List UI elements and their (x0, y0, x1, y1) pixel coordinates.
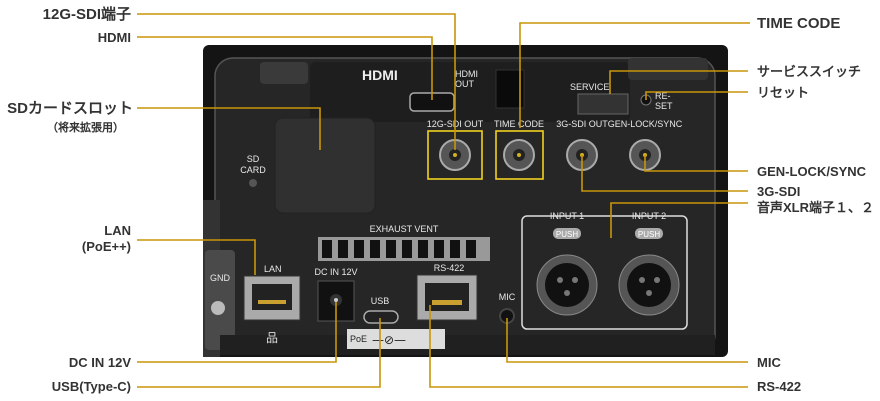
callout-mic: MIC (757, 355, 781, 370)
lan-label: LAN (264, 264, 282, 274)
sdi3g-label: 3G-SDI OUT (556, 119, 608, 129)
rs422-label: RS-422 (434, 263, 465, 273)
callout-time-code: TIME CODE (757, 15, 840, 32)
hdmi-out-label-2: OUT (455, 79, 475, 89)
poe-text: PoE (350, 334, 367, 344)
gnd-screw-icon (211, 301, 225, 315)
xlr-input-2 (618, 254, 680, 316)
bnc-time-code (503, 139, 535, 171)
poe-warning-label (347, 329, 445, 349)
exhaust-vent-label: EXHAUST VENT (370, 224, 439, 234)
callout-usb: USB(Type-C) (52, 379, 131, 394)
sd-card-label: CARD (240, 165, 266, 175)
push-tab-1[interactable] (553, 228, 581, 239)
push-label-2: PUSH (638, 230, 660, 239)
genlock-label: GEN-LOCK/SYNC (608, 119, 683, 129)
sd-card-slot: SD CARD (240, 117, 376, 214)
input2-label: INPUT 2 (632, 211, 666, 221)
network-icon: 品 (266, 331, 278, 345)
callout-12g-sdi: 12G-SDI端子 (43, 5, 131, 23)
mic-label: MIC (499, 292, 516, 302)
rs422-port (416, 274, 478, 321)
hdmi-out-label: HDMI (455, 69, 478, 79)
sd-led-icon (249, 179, 257, 187)
hdmi-logo: HDMI (362, 67, 398, 83)
lan-port (243, 275, 301, 321)
dc-in-label: DC IN 12V (314, 267, 357, 277)
timecode-label: TIME CODE (494, 119, 544, 129)
callout-hdmi: HDMI (98, 30, 131, 45)
xlr-area: INPUT 1 INPUT 2 PUSH PUSH (521, 211, 688, 330)
highlight-time-code (495, 130, 544, 180)
callout-lan-sub: (PoE++) (82, 239, 131, 254)
callout-genlock: GEN-LOCK/SYNC (757, 164, 867, 179)
callout-dc-in: DC IN 12V (69, 355, 131, 370)
no-connect-icon: —⊘— (372, 333, 406, 347)
callout-lines (137, 13, 750, 388)
callout-3g-sdi: 3G-SDI (757, 184, 800, 199)
callout-sd-card-sub: （将来拡張用） (47, 120, 124, 134)
gnd-label: GND (210, 273, 231, 283)
push-tab-2[interactable] (635, 228, 663, 239)
sd-label: SD (247, 154, 260, 164)
usb-c-port (363, 310, 399, 324)
callout-reset: リセット (757, 85, 809, 100)
callout-xlr: 音声XLR端子１、２ (757, 200, 874, 215)
usb-label: USB (371, 296, 390, 306)
dc-in-jack (317, 280, 355, 322)
service-switch[interactable] (577, 93, 629, 115)
callout-sd-card: SDカードスロット (7, 100, 133, 117)
callout-service-switch: サービススイッチ (757, 64, 861, 79)
callout-rs422: RS-422 (757, 379, 801, 394)
xlr-input-1 (536, 254, 598, 316)
bnc-12g-sdi (439, 139, 471, 171)
push-label-1: PUSH (556, 230, 578, 239)
input1-label: INPUT 1 (550, 211, 584, 221)
reset-label-2: SET (655, 101, 673, 111)
reset-label: RE- (655, 91, 671, 101)
callout-lan: LAN (104, 223, 131, 238)
service-label: SERVICE (570, 82, 609, 92)
exhaust-vent (318, 237, 490, 261)
